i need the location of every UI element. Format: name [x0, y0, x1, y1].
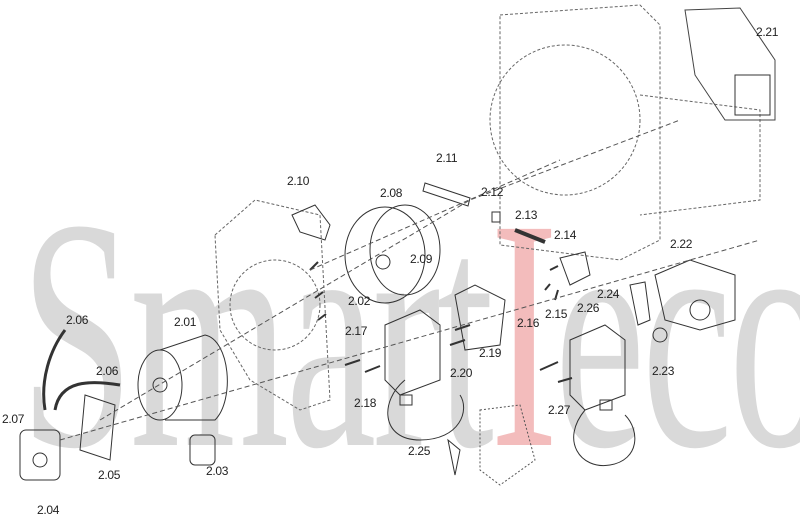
watermark: SmartIeco	[20, 170, 800, 500]
label-2-24: 2.24	[597, 287, 620, 301]
ignition-electrode	[422, 182, 471, 207]
label-2-08: 2.08	[380, 186, 403, 200]
burner-housing	[489, 4, 761, 261]
control-box-2	[569, 324, 636, 467]
screws	[309, 261, 573, 383]
capacitor	[189, 434, 216, 466]
nozzle	[491, 211, 501, 223]
label-2-14: 2.14	[554, 228, 577, 242]
label-2-11: 2.11	[436, 151, 458, 165]
label-2-10: 2.10	[287, 174, 310, 188]
label-2-19: 2.19	[479, 346, 502, 360]
label-2-04: 2.04	[37, 503, 60, 517]
watermark-text-end: eco	[554, 152, 800, 517]
hose	[42, 329, 67, 411]
label-2-06-bottom: 2.06	[96, 364, 119, 378]
label-2-02: 2.02	[348, 294, 371, 308]
bracket	[291, 204, 331, 241]
pin	[514, 228, 546, 244]
pump-flange	[559, 251, 591, 286]
label-2-07: 2.07	[2, 412, 25, 426]
hose-2	[53, 381, 121, 411]
gasket-2	[447, 438, 461, 476]
mounting-plate	[214, 199, 331, 411]
label-2-12: 2.12	[481, 185, 504, 199]
label-2-15: 2.15	[545, 307, 568, 321]
motor	[137, 334, 228, 421]
label-2-06-top: 2.06	[66, 313, 89, 327]
alignment-lines	[59, 119, 761, 441]
fan-wheel	[344, 204, 441, 304]
gas-valve	[654, 259, 736, 331]
transformer	[479, 404, 536, 486]
watermark-text: Smart	[20, 152, 494, 517]
air-intake	[19, 429, 61, 481]
plate	[79, 394, 116, 461]
control-box	[384, 309, 465, 441]
label-2-23: 2.23	[652, 364, 675, 378]
label-2-17: 2.17	[345, 324, 368, 338]
label-2-05: 2.05	[98, 468, 121, 482]
gasket	[629, 281, 651, 326]
label-2-13: 2.13	[515, 208, 538, 222]
label-2-09: 2.09	[410, 252, 433, 266]
label-2-20: 2.20	[450, 366, 473, 380]
cover-part	[684, 7, 776, 121]
label-2-01: 2.01	[174, 315, 197, 329]
label-2-26: 2.26	[577, 301, 600, 315]
filter	[652, 327, 668, 343]
label-2-25: 2.25	[408, 444, 431, 458]
label-2-22: 2.22	[670, 237, 693, 251]
label-2-21: 2.21	[756, 25, 779, 39]
label-2-18: 2.18	[354, 396, 377, 410]
label-2-27: 2.27	[548, 403, 571, 417]
label-2-03: 2.03	[206, 464, 229, 478]
label-2-16: 2.16	[517, 316, 540, 330]
